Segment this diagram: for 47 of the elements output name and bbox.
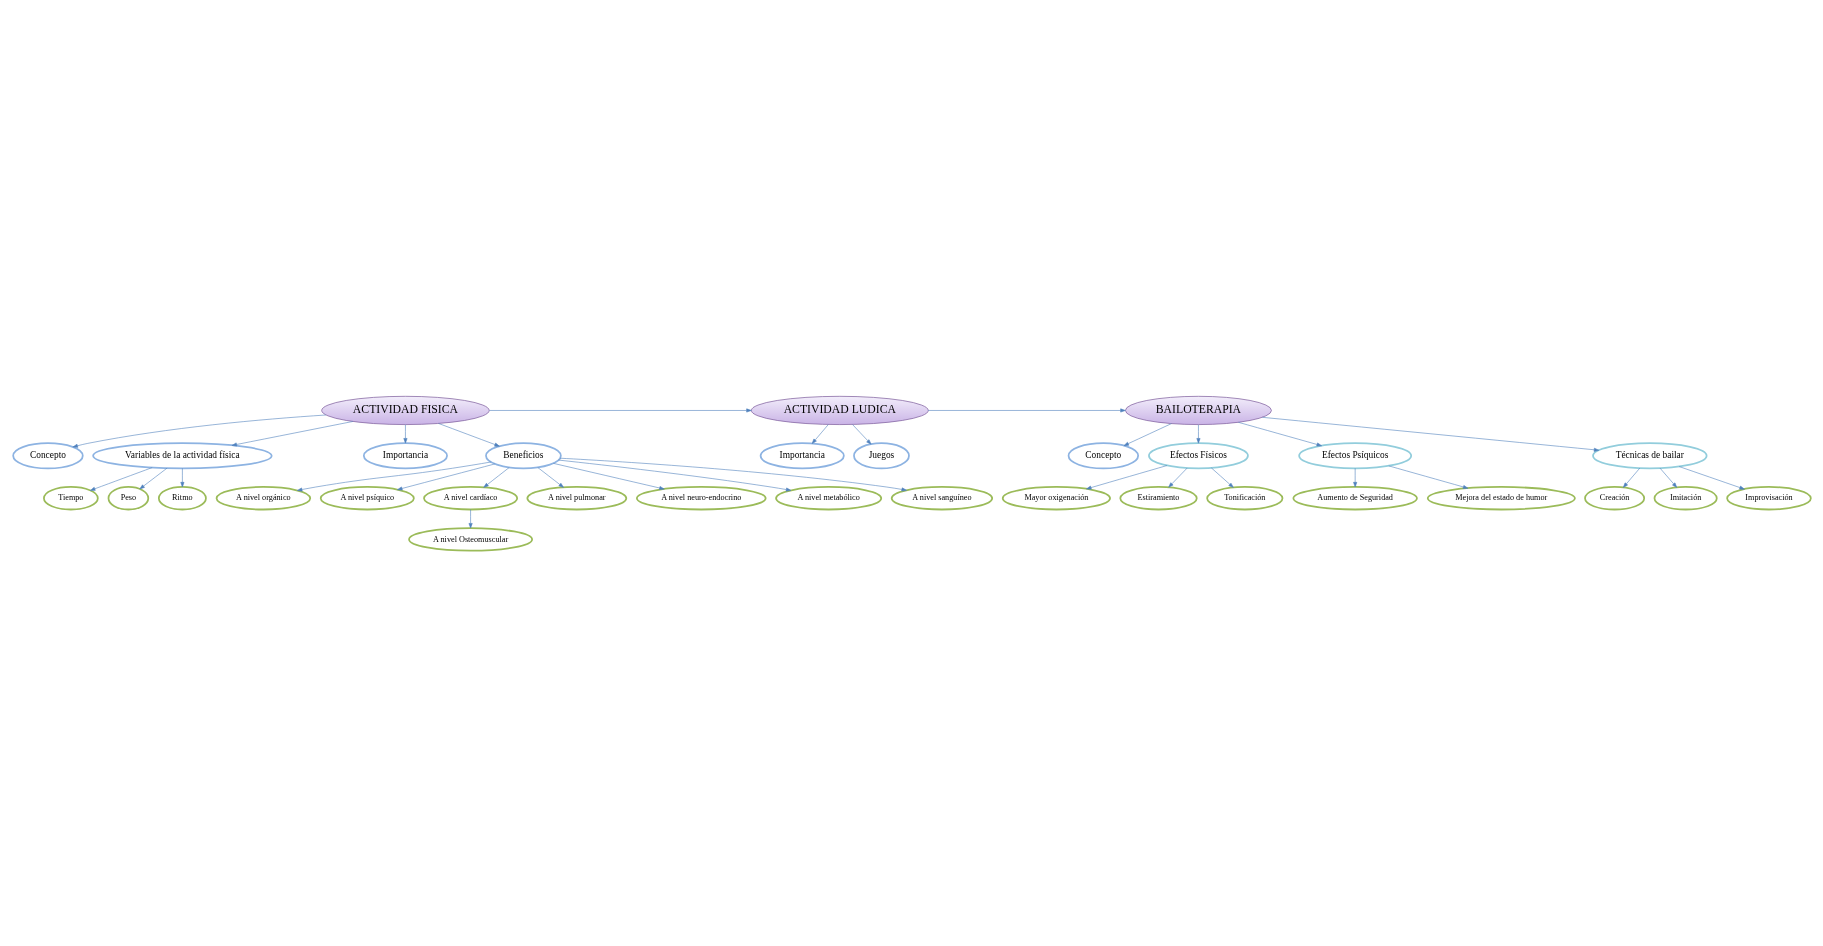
arrow bbox=[1352, 467, 1357, 487]
arrow bbox=[403, 424, 407, 443]
node-ellipse: A nivel pulmonar bbox=[526, 485, 627, 510]
node-ellipse: Creación bbox=[1583, 485, 1645, 510]
arrow bbox=[1678, 465, 1745, 489]
node-ellipse: Estiramiento bbox=[1118, 485, 1198, 510]
arrow bbox=[1123, 422, 1172, 446]
arrow bbox=[468, 508, 473, 528]
arrow bbox=[1622, 467, 1640, 488]
arrow bbox=[139, 467, 167, 489]
node-ellipse: ACTIVIDAD FISICA bbox=[320, 395, 490, 425]
node-ellipse: A nivel cardíaco bbox=[422, 485, 518, 510]
arrow bbox=[536, 466, 564, 488]
node-ellipse: Importancia bbox=[759, 441, 845, 469]
node-ellipse: BAILOTERAPIA bbox=[1124, 395, 1272, 425]
arrow bbox=[488, 408, 752, 412]
arrow bbox=[927, 408, 1126, 412]
arrow bbox=[1085, 464, 1167, 489]
arrow bbox=[1196, 424, 1200, 443]
arrow bbox=[811, 423, 829, 444]
arrow bbox=[1261, 416, 1599, 452]
node-ellipse: Juegos bbox=[852, 441, 910, 469]
node-ellipse: A nivel Osteomuscular bbox=[407, 526, 533, 552]
arrow bbox=[231, 420, 353, 446]
node-ellipse: Efectos Físicos bbox=[1147, 441, 1249, 469]
node-ellipse: Aumento de Seguridad bbox=[1292, 485, 1418, 510]
arrow bbox=[1659, 467, 1677, 488]
node-ellipse: Tonificación bbox=[1205, 485, 1283, 510]
arrow bbox=[1167, 467, 1187, 487]
node-ellipse: ACTIVIDAD LUDICA bbox=[750, 395, 929, 425]
arrow bbox=[851, 423, 871, 444]
node-ellipse: Ritmo bbox=[157, 485, 207, 510]
arrow bbox=[482, 466, 510, 488]
arrow bbox=[1387, 465, 1468, 489]
arrow bbox=[179, 467, 184, 487]
node-ellipse: Importancia bbox=[362, 441, 448, 469]
arrow bbox=[1210, 467, 1234, 488]
arrow bbox=[296, 461, 491, 491]
node-ellipse: Imitación bbox=[1653, 485, 1718, 510]
arrow bbox=[557, 459, 791, 491]
arrow bbox=[437, 422, 500, 447]
arrow bbox=[559, 457, 907, 491]
arrow bbox=[552, 462, 665, 490]
arrow bbox=[89, 466, 152, 491]
arrow bbox=[72, 414, 326, 448]
arrow bbox=[396, 463, 495, 490]
arrow bbox=[1237, 421, 1322, 446]
